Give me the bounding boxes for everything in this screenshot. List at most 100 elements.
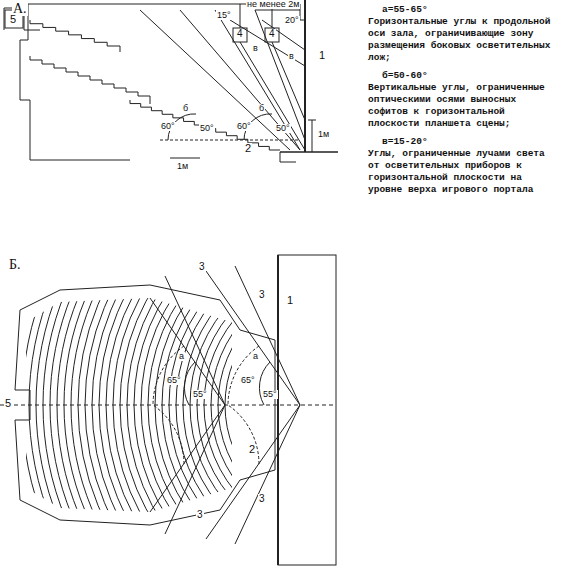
angle: 60° — [236, 122, 252, 131]
step-line — [226, 132, 227, 136]
step-line — [269, 146, 270, 150]
callout-number: 5 — [4, 398, 12, 409]
step-line — [226, 135, 237, 136]
step-line — [184, 121, 195, 122]
legend-note: Углы, ограниченные лучами света от освет… — [368, 148, 560, 196]
step-line — [114, 84, 115, 88]
step-line — [114, 88, 126, 89]
seat-row — [36, 101, 564, 575]
step-line — [66, 68, 67, 72]
step-line — [194, 121, 195, 125]
legend-formula: в=15-20° — [368, 136, 560, 148]
callout-number: 3 — [198, 262, 206, 272]
callout-number: 3 — [258, 290, 266, 300]
seat-row — [134, 199, 546, 575]
seat-row — [99, 164, 564, 575]
step-line — [81, 35, 82, 39]
step-line — [138, 96, 150, 97]
callout-number: 2 — [244, 143, 252, 154]
step-line — [54, 64, 55, 68]
step-line — [216, 132, 227, 133]
step-line — [54, 68, 66, 69]
angle: 60° — [160, 122, 176, 131]
seat-row — [120, 185, 560, 575]
section-letter: Б. — [8, 258, 22, 272]
angle-letter: а — [178, 352, 185, 361]
dimension: 1м — [176, 162, 189, 171]
angle: 15° — [216, 11, 232, 20]
legend-formula: а=55-65° — [368, 4, 560, 16]
callout-number: 5 — [9, 14, 17, 25]
step-line — [269, 150, 280, 151]
step-line — [172, 114, 173, 118]
step-line — [130, 103, 141, 104]
seat-row — [113, 178, 564, 575]
step-line — [237, 136, 238, 140]
seat-row — [183, 248, 497, 562]
callout-number: 1 — [318, 50, 326, 61]
seat-row — [57, 122, 564, 575]
angle-letter: в — [288, 52, 295, 61]
step-line — [107, 42, 108, 46]
step-line — [30, 23, 43, 24]
step-line — [81, 38, 94, 39]
legend-formula: б=50-60° — [368, 70, 560, 82]
dimension: 1м — [317, 130, 330, 139]
legend-note: Горизонтальные углы к продольной оси зал… — [368, 16, 560, 64]
step-line — [78, 76, 90, 77]
angle: 50° — [199, 124, 215, 133]
step-line — [162, 111, 163, 115]
step-line — [55, 27, 56, 31]
step-line — [66, 72, 78, 73]
step-line — [107, 46, 120, 47]
step-line — [94, 42, 107, 43]
step-line — [173, 117, 184, 118]
angle-letter: в — [252, 44, 259, 53]
angle: 55° — [192, 390, 208, 399]
step-line — [120, 46, 121, 52]
seat-row — [85, 150, 564, 575]
legend-note: Вертикальные углы, ограниченные оптическ… — [368, 82, 560, 130]
angle: 65° — [166, 376, 182, 385]
callout-number: 1 — [286, 295, 294, 306]
step-line — [140, 104, 141, 108]
callout-number: 4 — [268, 29, 276, 39]
step-line — [102, 84, 114, 85]
callout-number: 4 — [236, 29, 244, 39]
step-line — [215, 129, 216, 133]
angle-letter: б — [258, 104, 265, 113]
plan-b — [0, 87, 564, 575]
step-line — [259, 146, 270, 147]
step-line — [90, 80, 102, 81]
step-line — [102, 80, 103, 84]
callout-number: 3 — [196, 510, 204, 520]
seat-row — [211, 276, 469, 534]
seat-row — [78, 143, 564, 575]
step-line — [151, 107, 152, 111]
step-line — [183, 118, 184, 122]
step-line — [150, 96, 151, 104]
section-a — [4, 0, 338, 162]
seat-row — [43, 108, 564, 575]
step-line — [30, 56, 31, 60]
seat-row — [141, 206, 539, 575]
angle: 50° — [275, 124, 291, 133]
callout-number: 3 — [258, 494, 266, 504]
seat-row — [148, 213, 532, 575]
seat-row — [22, 87, 564, 575]
step-line — [94, 39, 95, 43]
angle: 55° — [262, 390, 278, 399]
seat-row — [64, 129, 564, 575]
step-line — [69, 34, 82, 35]
step-line — [126, 88, 127, 92]
seat-row — [50, 115, 564, 575]
step-line — [42, 24, 43, 28]
step-line — [30, 60, 42, 61]
step-line — [42, 64, 54, 65]
seat-row — [92, 157, 564, 575]
step-line — [126, 92, 138, 93]
seat-row — [29, 94, 564, 575]
seat-row — [127, 192, 553, 575]
step-line — [138, 92, 139, 96]
